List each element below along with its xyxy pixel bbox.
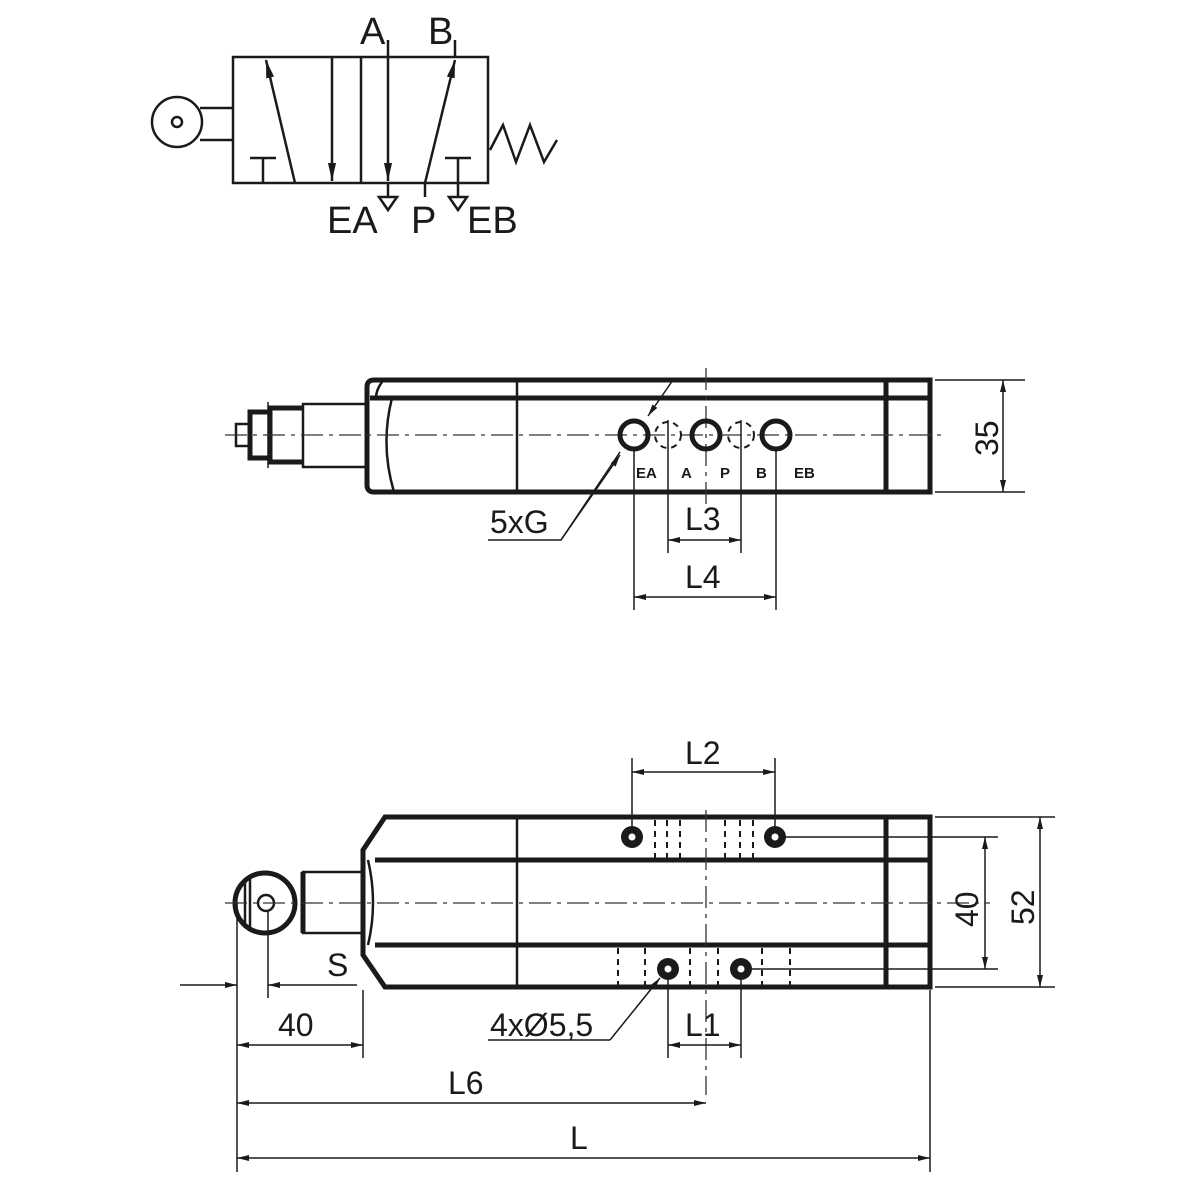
label-port-a: A xyxy=(360,11,386,53)
dim-l-label: L xyxy=(570,1120,588,1156)
top-view: L2 40 52 S 40 L1 4xØ5,5 L6 L xyxy=(180,735,1055,1172)
port-holes xyxy=(617,418,793,452)
dim-l2-label: L2 xyxy=(685,735,721,771)
dim-l1-label: L1 xyxy=(685,1007,721,1043)
dim-l4-label: L4 xyxy=(685,559,721,595)
port-label-p: P xyxy=(720,465,730,482)
blocked-port-icon xyxy=(445,156,471,213)
exhaust-icon xyxy=(446,195,470,213)
dim-s-label: S xyxy=(327,947,348,983)
blocked-port-icon xyxy=(250,156,276,183)
dim-l3-label: L3 xyxy=(685,501,721,537)
label-port-b: B xyxy=(428,11,453,53)
thread-callout: 5xG xyxy=(490,504,549,540)
dim-height-label: 35 xyxy=(969,420,1005,456)
flow-arrow xyxy=(423,59,457,184)
mounting-holes xyxy=(617,820,791,985)
port-label-eb: EB xyxy=(794,465,815,482)
dim-l6-label: L6 xyxy=(448,1065,484,1101)
roller-actuator-icon xyxy=(150,95,233,149)
side-view: EA A P B EB L3 L4 5xG 35 xyxy=(225,368,1025,610)
port-label-b: B xyxy=(756,465,767,482)
exhaust-icon xyxy=(376,195,400,213)
label-port-p: P xyxy=(411,200,436,242)
flow-arrow xyxy=(264,59,297,184)
port-label-ea: EA xyxy=(636,465,657,482)
port-label-a: A xyxy=(681,465,692,482)
dim-40-label: 40 xyxy=(278,1007,314,1043)
label-port-ea: EA xyxy=(327,200,378,242)
dim-inner-height-label: 40 xyxy=(949,891,985,927)
dim-outer-height-label: 52 xyxy=(1005,889,1041,925)
hole-callout: 4xØ5,5 xyxy=(490,1007,593,1043)
valve-symbol: A B EA P EB xyxy=(150,11,559,242)
label-port-eb: EB xyxy=(467,200,518,242)
spring-icon xyxy=(488,121,559,166)
